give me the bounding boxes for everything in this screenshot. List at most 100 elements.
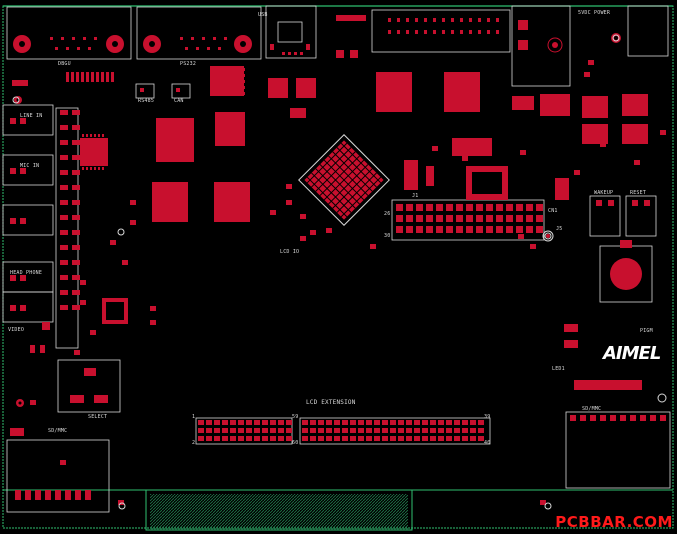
hole-center [18,401,22,405]
lcd-io-label: LCD IO [280,249,300,255]
pad [162,190,165,192]
can-outline [171,83,191,99]
pad [184,146,187,149]
pad [71,72,74,82]
pad [270,428,276,433]
pad [466,94,469,96]
copper-pad [622,94,648,116]
reset-switch-outline [625,195,657,237]
pad [334,436,340,441]
pad [172,138,175,141]
pad [164,126,167,129]
copper-pad [10,218,16,224]
pad [402,94,405,96]
pad [378,90,381,92]
pad [278,436,284,441]
pad [388,30,391,34]
mount-ring [544,232,552,240]
pad [206,428,212,433]
pad [487,30,490,34]
pad [166,218,169,220]
pad [606,382,610,388]
pad [240,214,243,216]
pad [234,132,237,135]
pad [610,415,616,421]
pad [446,86,449,88]
pad [454,420,460,425]
pad [168,130,171,133]
mount-ring [612,34,620,42]
pad [446,82,449,84]
select-label: SELECT [88,414,108,420]
pad [466,86,469,88]
passive [574,170,580,175]
pad [174,218,177,220]
pad [230,116,233,119]
pad [478,428,484,433]
copper-pad [72,185,80,190]
pad [244,206,247,208]
passive [80,280,86,285]
pad [386,110,389,112]
pad [485,166,488,169]
pad [480,197,483,200]
pad [454,90,457,92]
pad [462,82,465,84]
passive [122,260,128,265]
pad [406,78,409,80]
pad [382,86,385,88]
pad [222,428,228,433]
pad [176,146,179,149]
pad [406,106,409,108]
pad [212,74,215,77]
pad [470,74,473,76]
pad [106,72,109,82]
copper-pad [644,200,650,206]
pad [470,94,473,96]
pad [162,214,165,216]
pad [176,138,179,141]
pad [402,106,405,108]
pad [430,428,436,433]
reset-label: RESET [630,190,647,196]
pad [486,204,493,211]
pad [90,167,92,170]
pad [226,136,229,139]
pad [436,226,443,233]
pad [154,190,157,192]
mount-ring [118,502,126,510]
pad [172,134,175,137]
video-jack-outline [2,291,54,323]
pad [386,78,389,80]
pad [226,124,229,127]
pad [358,436,364,441]
pad [154,194,157,196]
copper-pad [72,215,80,220]
pad [86,134,88,137]
pad [286,428,292,433]
pad [270,420,276,425]
bga-grid [340,176,382,218]
pad [476,215,483,222]
pad [342,428,348,433]
pad [414,428,420,433]
pad [386,106,389,108]
pad [470,86,473,88]
pad [470,197,473,200]
pad [469,30,472,34]
pad [180,138,183,141]
pad [278,420,284,425]
copper-pad [582,96,608,118]
pad [526,204,533,211]
ic-qfp-body [106,302,124,320]
bga-grid [332,168,373,209]
pad [450,78,453,80]
pad [456,226,463,233]
pad [262,436,268,441]
pad [170,202,173,204]
pad [446,428,452,433]
pad [218,86,221,89]
pad [222,128,225,131]
pigm-label: PIGM [640,328,653,334]
pad [45,490,51,500]
